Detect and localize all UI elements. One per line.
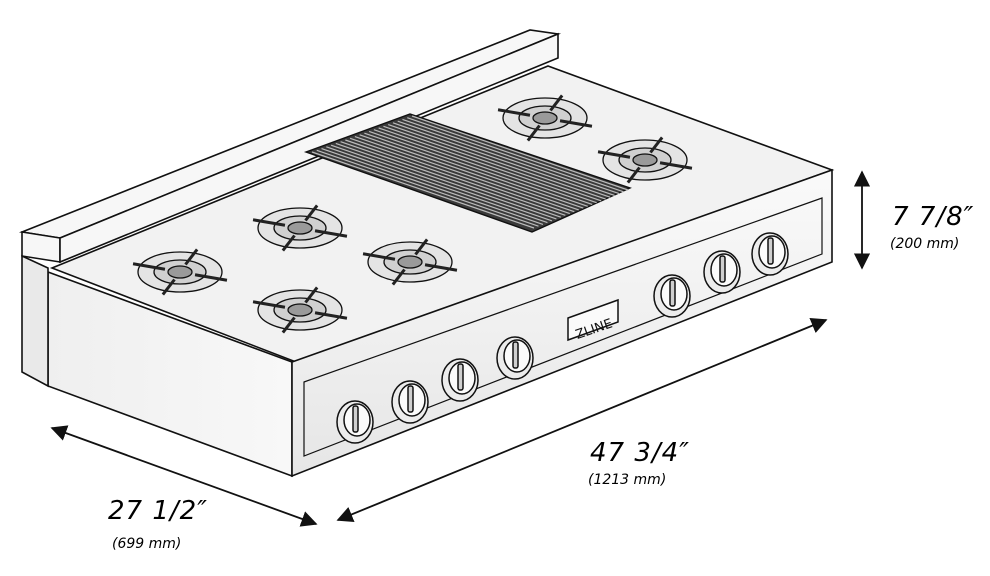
griddle-ridge <box>335 142 557 220</box>
burner <box>252 286 348 334</box>
control-knob[interactable] <box>391 380 429 424</box>
control-knob[interactable] <box>703 250 741 294</box>
griddle-ridge <box>407 117 624 193</box>
griddle-ridge <box>368 130 588 207</box>
height-label: 7 7/8″ <box>892 202 975 232</box>
burner <box>597 136 693 184</box>
griddle-ridge <box>330 144 553 222</box>
control-knob[interactable] <box>653 274 691 318</box>
griddle-ridge <box>392 122 611 198</box>
griddle-ridges <box>311 115 629 229</box>
griddle <box>303 113 632 233</box>
width-label: 47 3/4″ <box>590 438 690 468</box>
side-panel <box>21 254 293 478</box>
griddle-ridge <box>383 125 602 202</box>
burner <box>497 94 593 142</box>
griddle-ridge <box>387 124 606 200</box>
depth-arrow <box>50 425 318 527</box>
griddle-ridge <box>311 151 535 229</box>
burner-grates <box>132 94 693 334</box>
depth-label: 27 1/2″ <box>108 496 208 526</box>
burner <box>252 204 348 252</box>
control-knob[interactable] <box>496 336 534 380</box>
griddle-ridge <box>354 136 575 213</box>
backsplash <box>18 29 562 264</box>
griddle-ridge <box>316 149 539 227</box>
depth-metric-label: (699 mm) <box>112 536 182 552</box>
griddle-ridge <box>411 115 629 191</box>
griddle-ridge <box>359 134 579 211</box>
griddle-ridge <box>378 127 597 204</box>
control-knob[interactable] <box>441 358 479 402</box>
burner <box>362 238 458 286</box>
burner <box>132 248 228 296</box>
griddle-ridge <box>340 141 562 218</box>
griddle-ridge <box>402 118 620 195</box>
control-knob[interactable] <box>751 232 789 276</box>
height-metric-label: (200 mm) <box>890 236 960 252</box>
griddle-ridge <box>349 137 571 215</box>
control-knob[interactable] <box>336 400 374 444</box>
width-arrow <box>336 318 828 522</box>
griddle-ridge <box>373 129 593 206</box>
griddle-ridge <box>345 139 566 216</box>
griddle-ridge <box>364 132 584 209</box>
griddle-ridge <box>397 120 615 196</box>
griddle-ridge <box>321 148 544 225</box>
width-metric-label: (1213 mm) <box>588 472 667 488</box>
griddle-ridge <box>326 146 548 224</box>
